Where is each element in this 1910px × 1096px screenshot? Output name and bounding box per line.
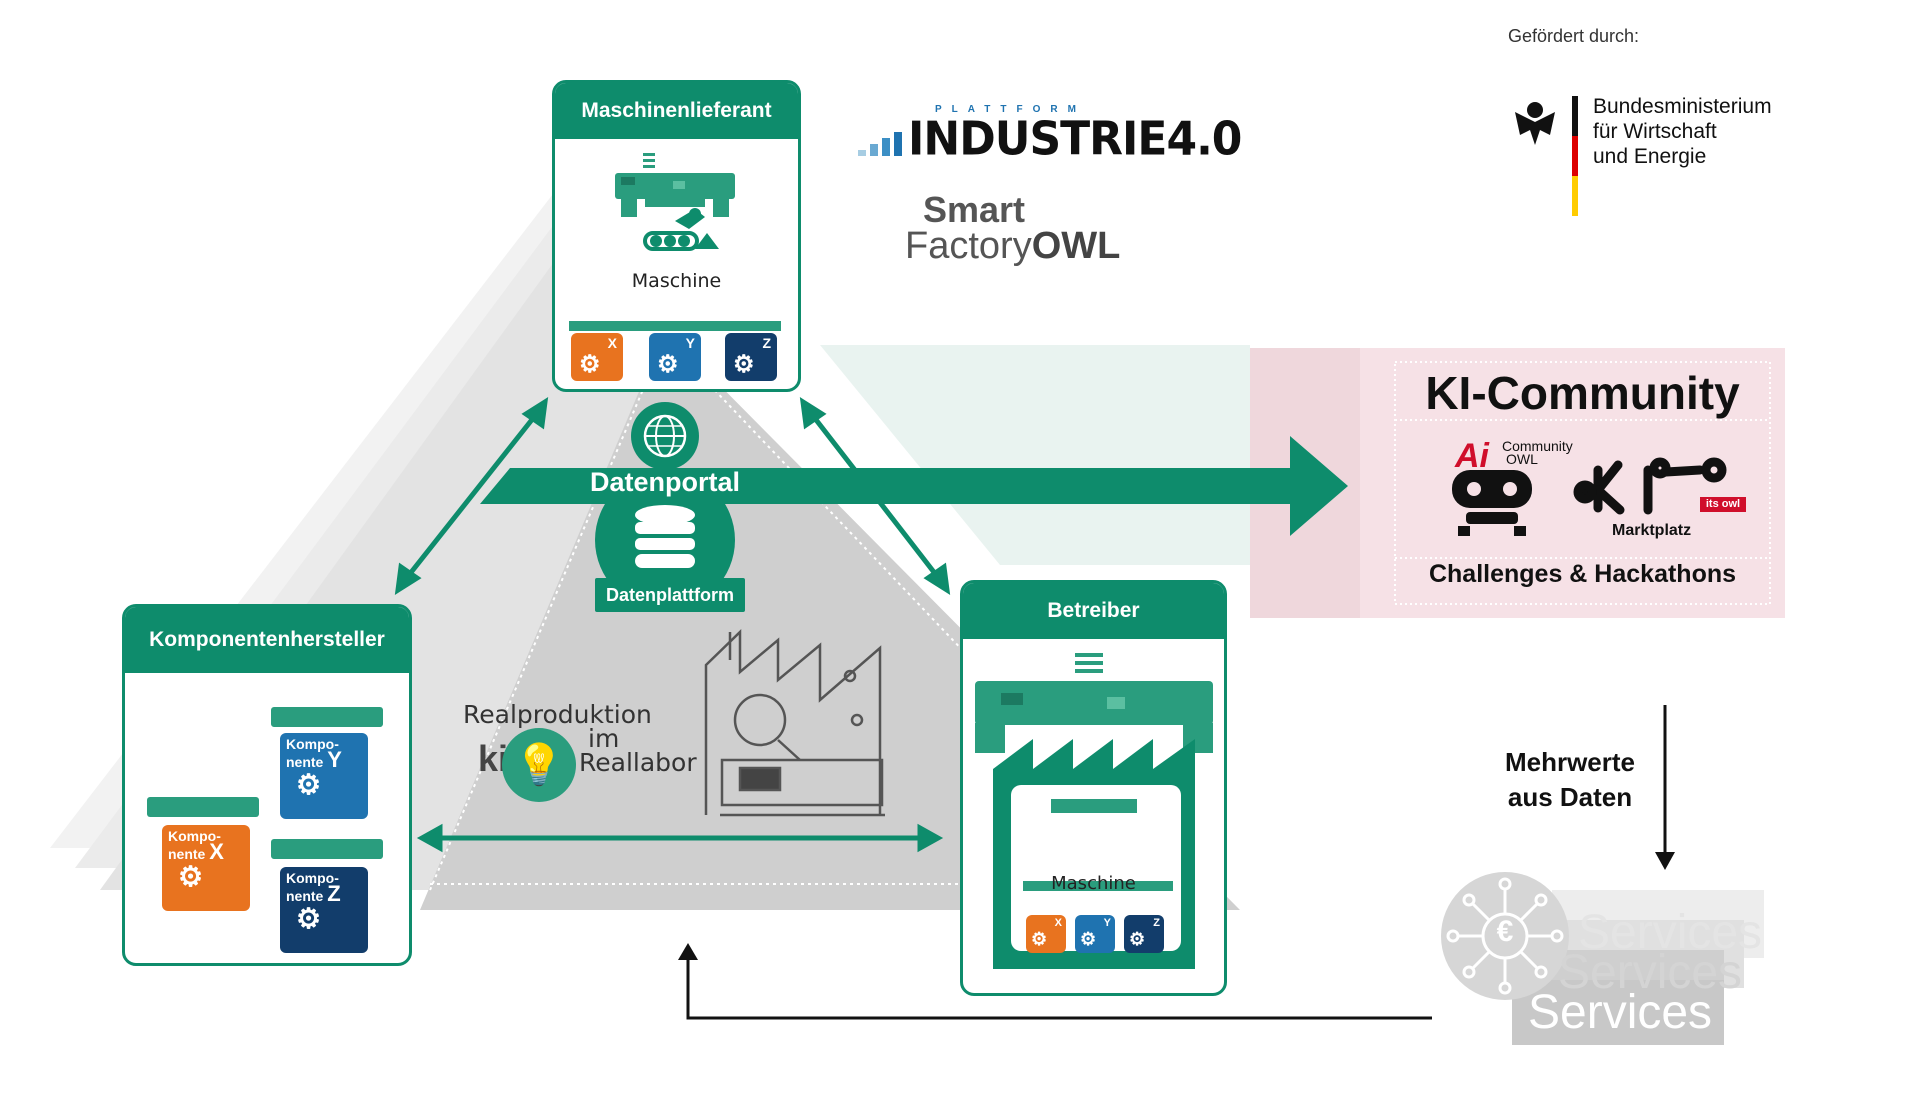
datenplattform-label: Datenplattform: [605, 585, 734, 605]
component-connector-bar: [569, 321, 781, 331]
mehrwerte-label: Mehrwerte aus Daten: [1504, 747, 1636, 812]
komponente-tile-z: Kompo- nente Z ⚙: [280, 867, 368, 953]
component-tile-y: Y ⚙: [649, 333, 701, 381]
maschinenlieferant-card: Maschinenlieferant Maschine X ⚙ Y ⚙ Z ⚙: [552, 80, 801, 392]
component-tile-x: X ⚙: [571, 333, 623, 381]
itsowl-badge: [1700, 497, 1746, 512]
services-label: Services: [1528, 986, 1713, 1039]
gear-icon: ⚙: [733, 351, 755, 378]
gear-icon: ⚙: [657, 351, 679, 378]
itsowl-badge-text: its owl: [1705, 498, 1741, 510]
marketplace-icon: [1573, 457, 1727, 515]
challenges-label: Challenges & Hackathons: [1428, 560, 1737, 588]
component-tile-z: Z ⚙: [1124, 915, 1164, 953]
sponsor-caption: Gefördert durch:: [1508, 26, 1640, 46]
datenportal-label: Datenportal: [589, 467, 741, 497]
machine-label: Maschine: [631, 270, 722, 292]
component-tile-x: X ⚙: [1026, 915, 1066, 953]
gear-icon: ⚙: [1031, 929, 1048, 949]
gear-icon: ⚙: [1080, 929, 1097, 949]
gear-icon: ⚙: [579, 351, 601, 378]
euro-symbol: €: [1496, 915, 1514, 948]
eagle-icon: [1515, 102, 1555, 145]
realproduktion-label: Realproduktion im Reallabor: [463, 700, 697, 777]
marktplatz-label: Marktplatz: [1612, 522, 1692, 539]
ki-community-title: KI-Community: [1425, 367, 1740, 419]
ai-community-caption: Community OWL: [1502, 438, 1573, 467]
plattform-logo-caption: PLATTFORM: [935, 104, 1086, 115]
smartfactory-logo: Smart FactoryOWL: [905, 189, 1121, 267]
komponente-tile-y: Kompo- nente Y ⚙: [280, 733, 368, 819]
gear-icon: ⚙: [178, 861, 204, 892]
digital-factory-icon: [975, 653, 1213, 969]
services-label-back: Services: [1578, 906, 1763, 959]
datenportal-arrow: [480, 436, 1348, 536]
light-band: [820, 345, 1250, 565]
community-frame: [1394, 361, 1771, 605]
ai-robot-icon: [1452, 470, 1532, 536]
ministry-name: Bundesministerium für Wirtschaft und Ene…: [1593, 95, 1772, 168]
ai-logo-text: Ai: [1455, 437, 1489, 475]
industrie-bars-icon: [858, 132, 902, 156]
feedback-arrow: [686, 955, 1432, 1020]
component-tile-y: Y ⚙: [1075, 915, 1115, 953]
machine-icon: [615, 153, 735, 251]
digital-strip: [147, 797, 259, 817]
factory-icon: [704, 629, 885, 817]
betreiber-machine-label: Maschine: [1051, 873, 1136, 894]
dotted-outline: [429, 336, 1011, 891]
flag-black: [1572, 96, 1578, 136]
services-label-mid: Services: [1558, 946, 1743, 999]
gear-icon: ⚙: [1129, 929, 1146, 949]
betreiber-card: Betreiber Maschine X ⚙ Y ⚙ Z ⚙: [960, 580, 1227, 996]
digital-strip: [271, 839, 383, 859]
maschinenlieferant-title: Maschinenlieferant: [555, 83, 798, 139]
component-tile-z: Z ⚙: [725, 333, 777, 381]
flag-gold: [1572, 176, 1578, 216]
industrie-logo: INDUSTRIE4.0: [908, 112, 1242, 167]
komponentenhersteller-card: Komponentenhersteller Kompo- nente Y ⚙ K…: [122, 604, 412, 966]
digital-strip: [271, 707, 383, 727]
gear-icon: ⚙: [296, 769, 322, 800]
komponentenhersteller-title: Komponentenhersteller: [125, 607, 409, 673]
gear-icon: ⚙: [296, 903, 322, 934]
ki-lightbulb-icon: 💡: [502, 728, 576, 802]
betreiber-title: Betreiber: [963, 583, 1224, 639]
flag-red: [1572, 136, 1578, 176]
komponente-tile-x: Kompo- nente X ⚙: [162, 825, 250, 911]
